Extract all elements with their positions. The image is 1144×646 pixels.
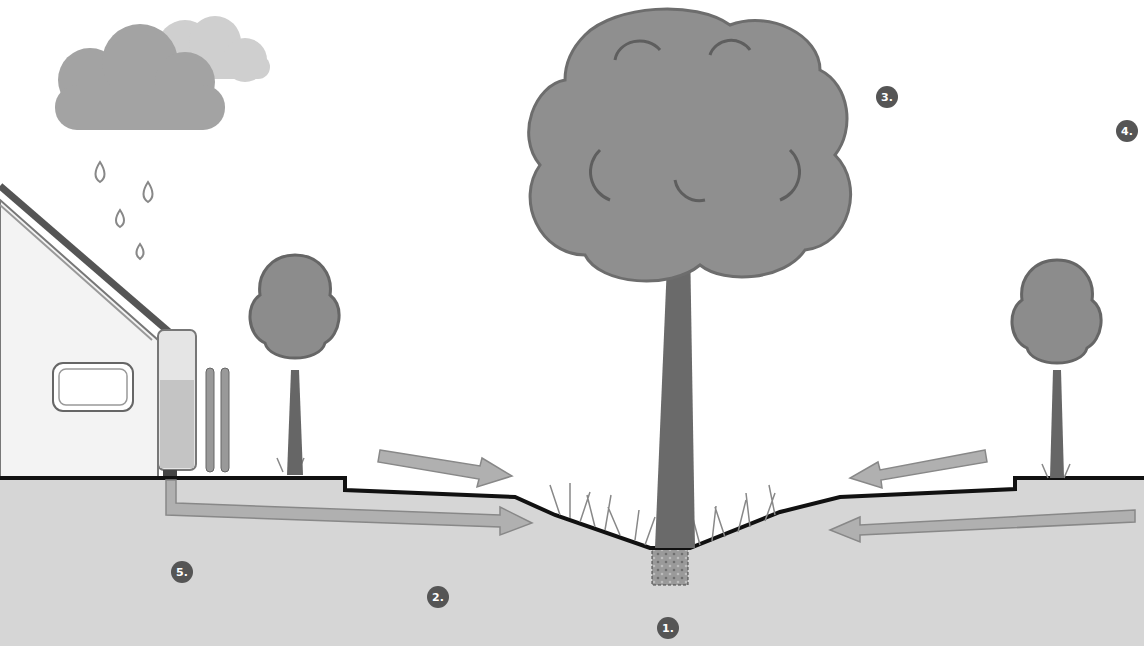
callout-text: 5. [176,566,188,579]
small-tree [1012,260,1101,478]
cloud [55,16,270,130]
callout-text: 3. [881,91,893,104]
large-tree [529,9,851,548]
ground-line [0,478,1144,548]
house [0,186,229,480]
callout-number: 5. [171,561,193,583]
callout-text: 4. [1121,125,1133,138]
rain-barrel [158,330,196,470]
small-tree [250,255,339,475]
flow-arrow [166,450,1135,542]
gravel-bed [652,548,688,585]
callout-number: 3. [876,86,898,108]
callout-text: 2. [432,591,444,604]
callout-number: 4. [1116,120,1138,142]
callout-number: 1. [657,617,679,639]
rain-drops [96,162,153,259]
callout-number: 2. [427,586,449,608]
soil [0,478,1144,646]
callout-text: 1. [662,622,674,635]
